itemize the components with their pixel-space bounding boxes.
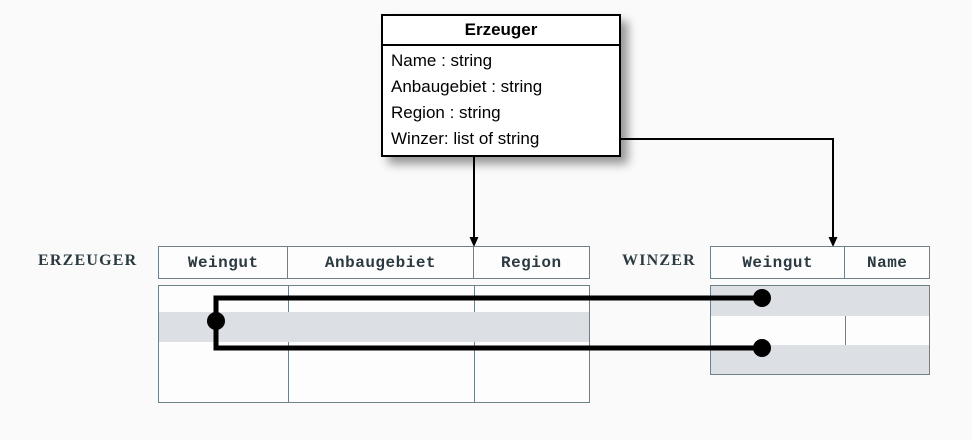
erzeuger-column-anbaugebiet[interactable]: Anbaugebiet (288, 247, 474, 278)
uml-attribute-list: Name : string Anbaugebiet : string Regio… (383, 46, 619, 152)
uml-class-box[interactable]: Erzeuger Name : string Anbaugebiet : str… (381, 14, 621, 157)
erzeuger-header-row: Weingut Anbaugebiet Region (158, 246, 590, 279)
erzeuger-divider-1 (288, 286, 289, 402)
erzeuger-column-region[interactable]: Region (500, 253, 562, 272)
winzer-column-weingut[interactable]: Weingut (711, 247, 846, 278)
erzeuger-divider-2 (474, 286, 475, 402)
uml-attribute-region: Region : string (391, 103, 501, 122)
uml-attribute-name: Name : string (391, 51, 493, 70)
table-row[interactable] (159, 312, 589, 342)
link-erzeuger-row2-to-winzer-row1 (213, 295, 762, 321)
table-label-winzer: WINZER (622, 252, 696, 269)
table-row[interactable] (711, 286, 929, 316)
winzer-divider-1 (845, 286, 846, 374)
table-label-erzeuger: ERZEUGER (38, 252, 138, 269)
winzer-column-name[interactable]: Name (866, 253, 908, 272)
arrow-winzer-attr-to-winzer-table (608, 138, 838, 247)
connector-dot-winzer-row1 (753, 289, 771, 307)
erzeuger-column-weingut[interactable]: Weingut (159, 247, 289, 278)
link-erzeuger-row2-to-winzer-row3 (213, 321, 762, 351)
uml-class-name: Erzeuger (383, 16, 619, 46)
uml-attribute-anbaugebiet: Anbaugebiet : string (391, 77, 543, 96)
erzeuger-body (158, 285, 590, 403)
connector-dot-erzeuger-row2 (207, 312, 225, 330)
connector-dot-winzer-row3 (753, 339, 771, 357)
uml-attribute-winzer: Winzer: list of string (391, 129, 540, 148)
winzer-header-row: Weingut Name (710, 246, 930, 279)
